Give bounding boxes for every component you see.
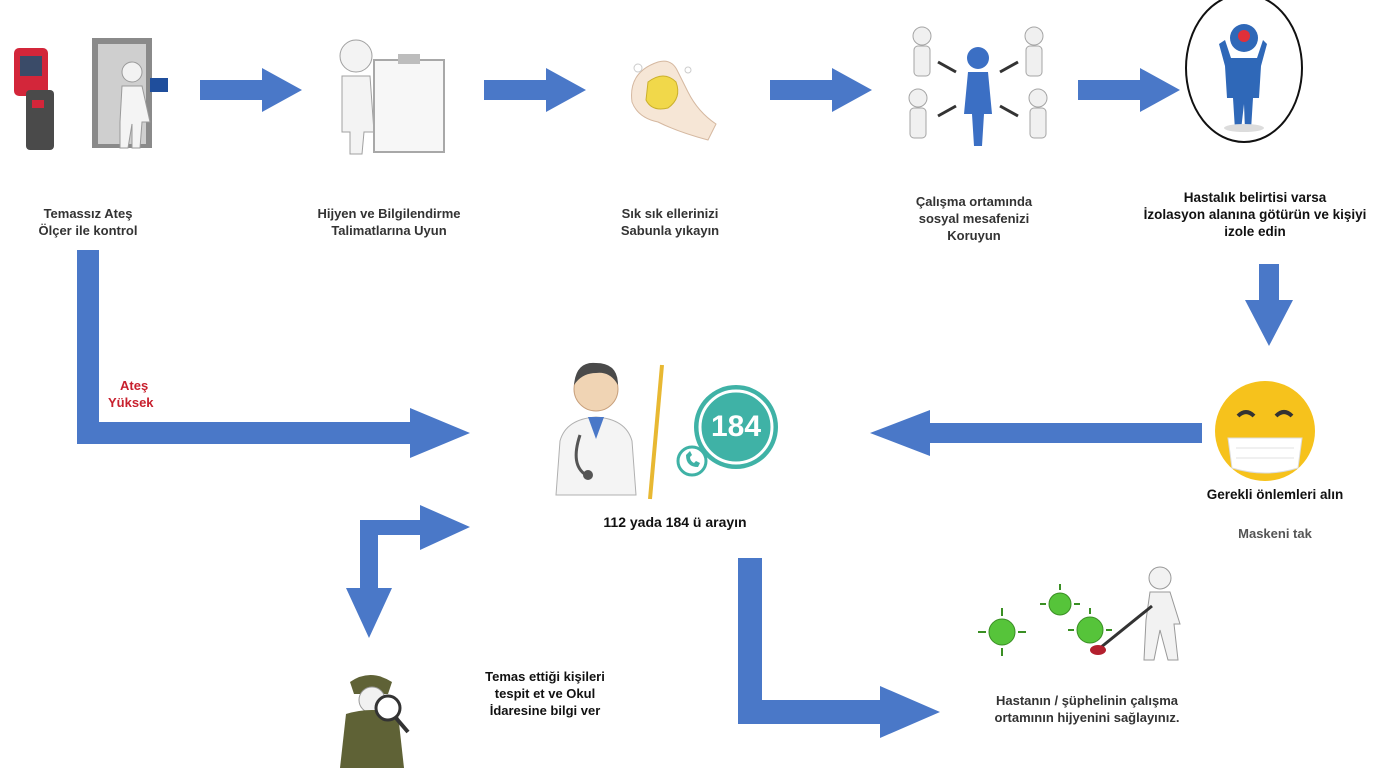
arrow-3-4	[770, 68, 872, 112]
sick-person-icon	[1183, 0, 1305, 152]
doctor-phone-icon: 184	[550, 355, 790, 503]
mask-subcaption: Maskeni tak	[1238, 526, 1312, 541]
arrow-4-5	[1078, 68, 1180, 112]
arrow-fever-to-center	[77, 250, 470, 458]
thermometer-icon	[4, 30, 184, 155]
detective-magnifier-icon	[326, 664, 418, 772]
mask-face-icon	[1212, 378, 1318, 484]
arrow-center-to-contact	[346, 505, 470, 638]
social-distance-icon	[898, 6, 1058, 156]
arrow-mask-to-center	[870, 410, 1202, 456]
arrow-center-to-cleaning	[738, 558, 940, 738]
arrow-isolation-down	[1245, 264, 1293, 346]
virus-cleaning-icon	[974, 560, 1194, 670]
call-label: 112 yada 184 ü arayın	[603, 514, 747, 530]
badge-number: 184	[710, 410, 762, 443]
arrow-1-2	[200, 68, 302, 112]
clipboard-figure-icon	[320, 32, 460, 157]
soap-hands-icon	[618, 52, 730, 146]
fever-high-label: Ateş Yüksek	[108, 378, 154, 410]
mask-caption: Gerekli önlemleri alın	[1206, 487, 1344, 502]
arrow-2-3	[484, 68, 586, 112]
